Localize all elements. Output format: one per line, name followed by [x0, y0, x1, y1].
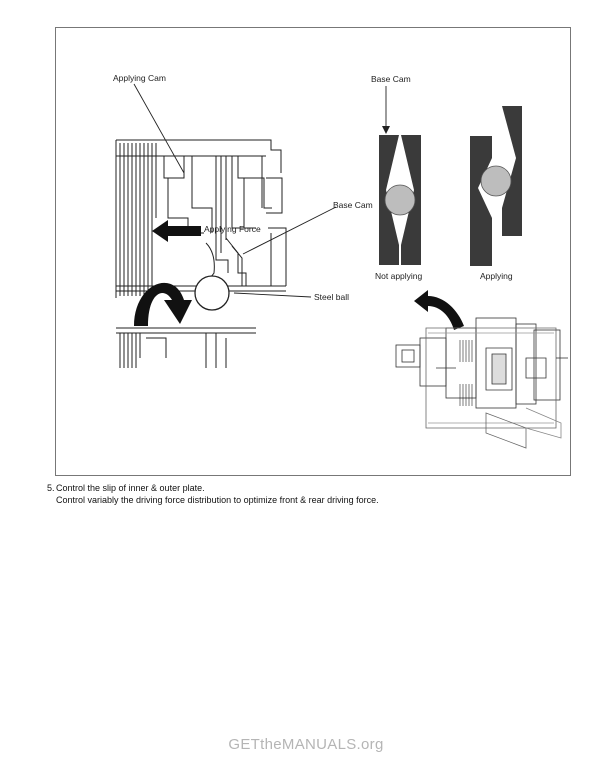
watermark-prefix: GET	[228, 736, 261, 753]
cam-mechanism-figure: Applying Cam Base Cam Base Cam Applying …	[55, 27, 571, 476]
cam-diagram: Applying Cam Base Cam Base Cam Applying …	[113, 73, 568, 449]
leader-lines	[133, 83, 387, 298]
steel-ball-label: Steel ball	[314, 292, 349, 302]
base-cam-mid-label: Base Cam	[333, 200, 373, 210]
step-5-instruction: 5.Control the slip of inner & outer plat…	[47, 482, 379, 506]
not-applying-label: Not applying	[375, 271, 423, 281]
clutch-cross-section	[115, 139, 287, 368]
step-number: 5.	[47, 483, 55, 493]
applying-label: Applying	[480, 271, 513, 281]
applying-force-arrow	[152, 220, 201, 242]
base-cam-top-label: Base Cam	[371, 74, 411, 84]
step-line-1: Control the slip of inner & outer plate.	[56, 483, 205, 493]
rotation-arrow	[134, 282, 192, 326]
base-cam-pointer-head	[382, 126, 390, 134]
applying-force-label: Applying Force	[204, 224, 261, 234]
locator-arrow	[414, 290, 464, 330]
applying-cam-label: Applying Cam	[113, 73, 166, 83]
not-applying-cam-detail	[379, 135, 421, 265]
step-line-2: Control variably the driving force distr…	[56, 495, 379, 505]
transfer-case-illustration	[395, 317, 568, 449]
watermark-middle: the	[260, 736, 282, 753]
applying-cam-detail	[470, 106, 522, 266]
watermark-suffix: MANUALS.org	[281, 736, 384, 753]
watermark: GETtheMANUALS.org	[0, 736, 612, 753]
steel-ball	[194, 275, 230, 311]
